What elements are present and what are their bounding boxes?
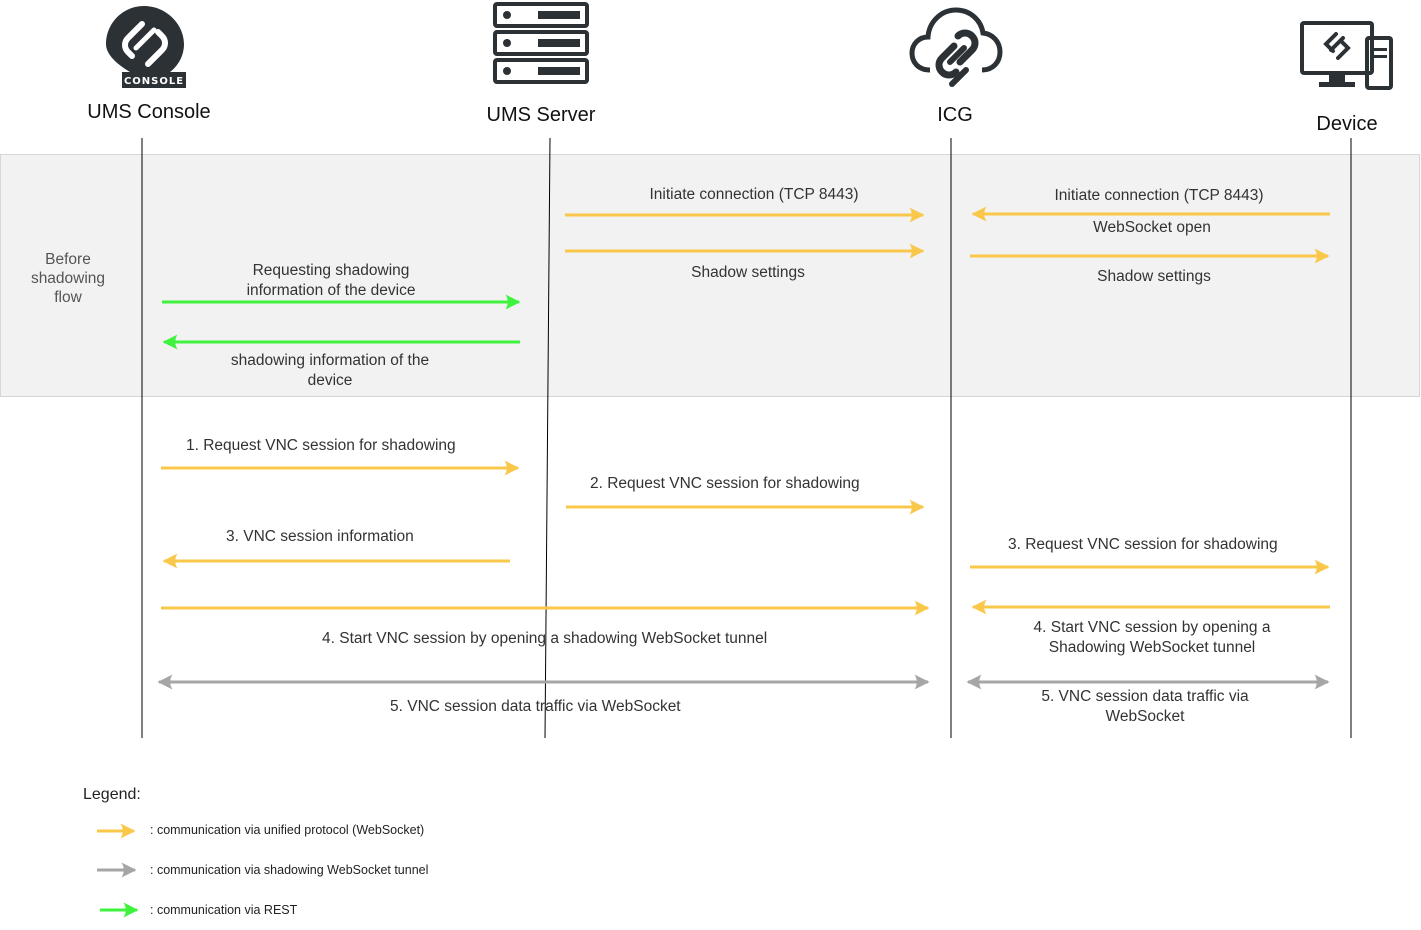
legend-title: Legend: (83, 786, 141, 803)
legend-label-websocket: : communication via unified protocol (We… (150, 823, 425, 837)
msg-step3-console: 3. VNC session information (226, 528, 414, 545)
msg-step2: 2. Request VNC session for shadowing (590, 475, 860, 492)
msg-step4-console: 4. Start VNC session by opening a shadow… (322, 630, 768, 647)
legend-label-tunnel: : communication via shadowing WebSocket … (150, 863, 429, 877)
msg-device-icg-ws-open: WebSocket open (1093, 219, 1211, 236)
msg-console-server-request: Requesting shadowing information of the … (246, 262, 416, 299)
msg-icg-device-shadow: Shadow settings (1097, 268, 1211, 285)
console-logo-icon: CONSOLE (106, 6, 186, 88)
legend-label-rest: : communication via REST (150, 903, 298, 917)
actor-device: Device (1316, 113, 1378, 135)
console-badge-text: CONSOLE (124, 76, 184, 87)
msg-server-icg-shadow: Shadow settings (691, 264, 805, 281)
before-shadowing-phase-band (0, 154, 1420, 397)
server-rack-icon (493, 2, 589, 84)
msg-step5-console: 5. VNC session data traffic via WebSocke… (390, 698, 681, 715)
lifeline-ums-server (544, 137, 551, 739)
msg-step4-device: 4. Start VNC session by opening a Shadow… (1033, 619, 1271, 656)
actor-ums-server: UMS Server (486, 104, 596, 126)
desktop-computer-icon (1300, 21, 1393, 90)
phase-label: Before shadowing flow (30, 251, 106, 306)
msg-server-console-info: shadowing information of the device (230, 352, 430, 389)
actor-ums-console: UMS Console (87, 101, 211, 123)
actor-icg: ICG (937, 104, 973, 126)
msg-step3-device: 3. Request VNC session for shadowing (1008, 536, 1278, 553)
msg-device-icg-initiate: Initiate connection (TCP 8443) (1054, 187, 1264, 204)
msg-step1: 1. Request VNC session for shadowing (186, 437, 456, 454)
msg-step5-device: 5. VNC session data traffic via WebSocke… (1041, 688, 1249, 725)
cloud-link-icon (909, 7, 1003, 87)
msg-server-icg-initiate: Initiate connection (TCP 8443) (649, 186, 859, 203)
